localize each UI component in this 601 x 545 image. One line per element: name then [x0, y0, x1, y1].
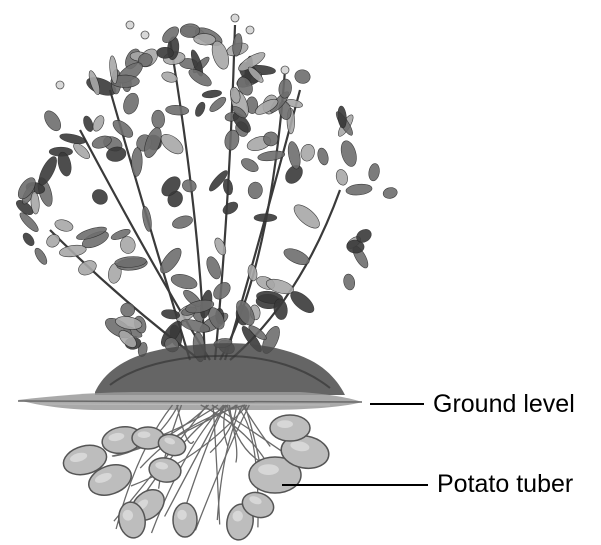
leaf — [345, 183, 372, 196]
tuber-highlight — [138, 431, 151, 438]
leaf — [202, 89, 222, 99]
leaf — [382, 186, 398, 200]
ground-surface — [18, 392, 362, 410]
potato-tuber-label: Potato tuber — [437, 472, 573, 497]
flower — [141, 31, 149, 39]
leaf — [368, 163, 381, 182]
flower — [56, 81, 64, 89]
ground-level-label: Ground level — [433, 392, 575, 417]
leaf — [53, 218, 74, 234]
leaf — [165, 105, 189, 116]
leaf — [316, 147, 330, 166]
leaf — [193, 101, 206, 118]
leaf — [221, 199, 240, 216]
leaf — [151, 110, 164, 129]
leaf — [338, 139, 359, 168]
leaf — [44, 232, 62, 250]
leaf — [76, 258, 99, 278]
potato-tuber — [270, 415, 310, 441]
leaf — [210, 279, 233, 302]
leaf — [181, 178, 198, 194]
potato-tuber — [173, 503, 197, 537]
leaf — [171, 214, 194, 231]
leaf — [157, 47, 174, 59]
leaf — [36, 154, 61, 187]
flower — [246, 26, 254, 34]
leaf — [170, 272, 199, 292]
leaf — [204, 255, 223, 281]
leaf — [286, 141, 302, 171]
flower — [231, 14, 239, 22]
leaf — [158, 131, 187, 158]
leaf — [82, 115, 95, 133]
potato-tuber — [147, 455, 183, 484]
leaf — [248, 182, 264, 200]
leaf — [299, 143, 316, 163]
leaf — [141, 206, 153, 232]
leaf — [121, 303, 135, 317]
foliage — [14, 14, 398, 362]
leaf — [254, 214, 277, 222]
leaf — [161, 308, 181, 320]
leaf — [337, 106, 347, 129]
soil-mound — [95, 343, 345, 395]
leaf — [21, 231, 36, 248]
flower — [281, 66, 289, 74]
leaf — [59, 243, 88, 258]
leaf — [91, 114, 107, 133]
tuber-highlight — [277, 420, 293, 428]
leaf — [342, 273, 356, 291]
flower — [126, 21, 134, 29]
tuber-highlight — [258, 464, 279, 475]
leaf — [41, 108, 64, 134]
leaf — [222, 178, 234, 195]
leaf — [121, 91, 141, 116]
leaf — [89, 186, 110, 207]
leaf — [294, 68, 312, 85]
leaf — [239, 156, 260, 175]
leaf — [108, 55, 118, 84]
leaf — [290, 201, 323, 232]
leaf — [33, 246, 50, 266]
tuber-highlight — [177, 510, 187, 520]
leaf — [131, 147, 143, 176]
leaf — [335, 168, 350, 186]
